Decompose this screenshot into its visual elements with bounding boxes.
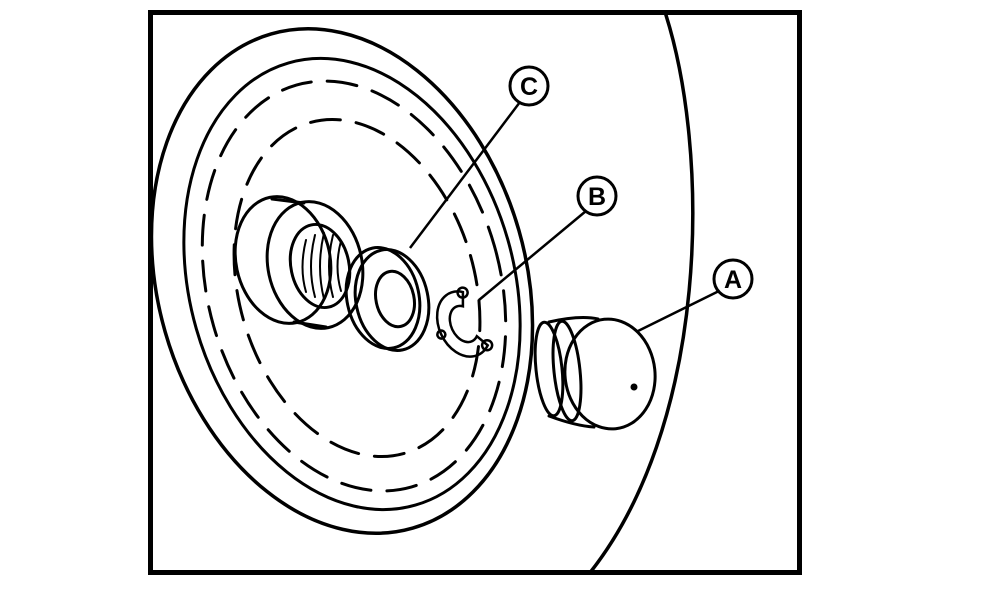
- bore-threads: [301, 232, 342, 300]
- cap-top-line: [547, 316, 600, 324]
- retaining-clip: [435, 286, 494, 358]
- thread-line: [319, 232, 325, 300]
- wheel-outer-rim: [153, 27, 535, 535]
- thread-line: [336, 240, 342, 292]
- callout-b-circle: [576, 175, 618, 217]
- callout-c: C: [409, 65, 550, 249]
- cap-flange-front: [551, 319, 583, 423]
- clip-body: [435, 290, 490, 358]
- callout-b: B: [478, 175, 618, 301]
- callout-a: A: [635, 258, 754, 334]
- housing-arc: [588, 15, 695, 571]
- clip-lobe: [480, 338, 494, 352]
- callout-b-label: B: [588, 183, 606, 211]
- thread-line: [310, 234, 316, 298]
- drawing-lines: [153, 15, 695, 571]
- washer: [344, 246, 431, 352]
- washer-hole: [374, 269, 416, 329]
- wheel-hidden-edge-inner: [232, 117, 482, 459]
- pulley-disc: [153, 27, 535, 535]
- cap-face: [563, 317, 657, 431]
- hub-bottom-line: [292, 320, 328, 329]
- callout-a-leader: [635, 289, 720, 334]
- washer-rear-edge: [344, 246, 422, 350]
- callouts: A B C: [409, 65, 754, 334]
- clip-lobe: [436, 329, 447, 340]
- cap-center-dot: [630, 383, 638, 391]
- washer-front-face: [353, 248, 431, 352]
- wheel-inner-rim: [182, 56, 522, 512]
- callout-c-label: C: [520, 73, 538, 101]
- hub-top-line: [270, 197, 306, 205]
- callout-a-label: A: [724, 266, 742, 294]
- wheel-hidden-edge-outer: [200, 79, 508, 493]
- cap: [533, 316, 657, 431]
- callout-a-circle: [712, 258, 754, 300]
- hub-bore: [288, 222, 352, 310]
- callout-c-leader: [409, 101, 521, 249]
- cap-flange-rear: [533, 320, 565, 418]
- thread-line: [328, 234, 334, 298]
- thread-line: [301, 239, 307, 293]
- cap-bottom-line: [547, 414, 596, 429]
- callout-b-leader: [478, 210, 587, 301]
- callout-c-circle: [508, 65, 550, 107]
- clip-lobe: [456, 286, 469, 299]
